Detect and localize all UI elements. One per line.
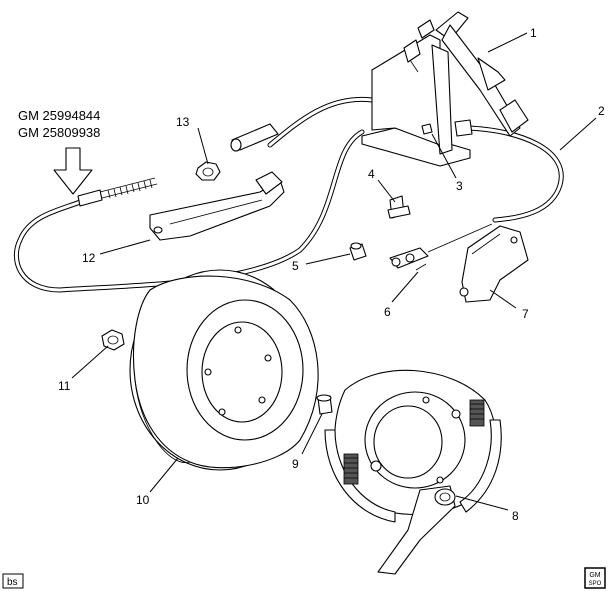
gm-spo-badge: GM SPO bbox=[584, 567, 606, 589]
badge-top-text: GM bbox=[589, 572, 600, 579]
cable-threaded-end bbox=[77, 177, 158, 207]
brake-drum-10 bbox=[129, 269, 319, 471]
callout-13: 13 bbox=[176, 115, 190, 129]
corner-tag: bs bbox=[2, 573, 24, 589]
callout-5: 5 bbox=[292, 259, 299, 273]
callout-10: 10 bbox=[136, 493, 150, 507]
parking-brake-lever-assembly bbox=[230, 11, 529, 167]
bracket-7 bbox=[459, 225, 529, 303]
part-number-2: GM 25809938 bbox=[18, 125, 100, 140]
down-arrow-icon bbox=[53, 147, 93, 195]
equalizer-bracket-12 bbox=[149, 171, 285, 241]
part-number-1: GM 25994844 bbox=[18, 108, 100, 123]
brake-shoe-assembly-8 bbox=[324, 369, 502, 575]
nut-13 bbox=[195, 161, 221, 181]
callout-9: 9 bbox=[292, 457, 299, 471]
callout-6: 6 bbox=[384, 305, 391, 319]
equalizer-link bbox=[389, 247, 429, 269]
bolt-9 bbox=[316, 394, 333, 415]
badge-bottom-text: SPO bbox=[589, 581, 602, 587]
bolt-4 bbox=[387, 195, 411, 219]
callout-3: 3 bbox=[456, 179, 463, 193]
callout-4: 4 bbox=[368, 167, 375, 181]
nut-11 bbox=[101, 329, 125, 351]
callout-7: 7 bbox=[522, 307, 529, 321]
leader-lines bbox=[71, 32, 597, 511]
corner-tag-text: bs bbox=[7, 577, 18, 588]
return-spring-left bbox=[343, 453, 359, 485]
return-spring-right bbox=[469, 399, 485, 427]
callout-12: 12 bbox=[82, 251, 96, 265]
pin-5 bbox=[349, 242, 367, 261]
callout-1: 1 bbox=[530, 26, 537, 40]
callout-2: 2 bbox=[598, 104, 605, 118]
callout-11: 11 bbox=[58, 379, 71, 393]
clip-6 bbox=[415, 263, 427, 271]
callout-8: 8 bbox=[512, 509, 519, 523]
